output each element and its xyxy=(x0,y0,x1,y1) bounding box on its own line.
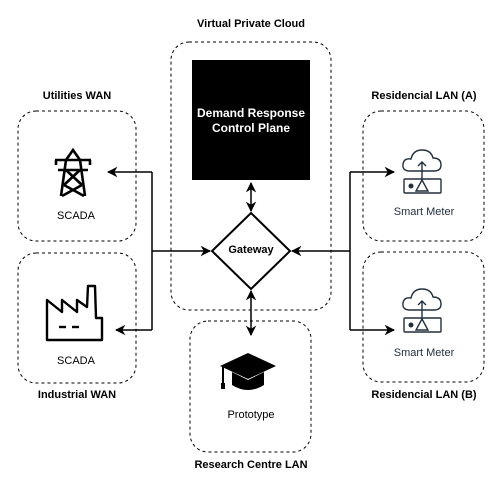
gateway-label: Gateway xyxy=(228,244,274,256)
factory-icon xyxy=(45,284,104,342)
graduation-cap-icon xyxy=(220,353,276,390)
transmission-tower-icon xyxy=(54,147,92,198)
smart-meter-b-label: Smart Meter xyxy=(393,347,455,359)
industrial-scada-label: SCADA xyxy=(57,355,95,367)
industrial-wan-cluster xyxy=(17,252,137,384)
residential-a-title: Residencial LAN (A) xyxy=(371,90,477,102)
utilities-wan-title: Utilities WAN xyxy=(42,90,112,102)
research-title: Research Centre LAN xyxy=(194,459,308,471)
utilities-scada-label: SCADA xyxy=(57,210,95,222)
prototype-label: Prototype xyxy=(227,409,275,421)
residential-a-cluster xyxy=(362,110,485,242)
vpc-title: Virtual Private Cloud xyxy=(197,18,305,30)
residential-b-cluster xyxy=(362,251,485,383)
utilities-wan-cluster xyxy=(17,110,137,242)
industrial-wan-title: Industrial WAN xyxy=(37,389,117,401)
residential-b-title: Residencial LAN (B) xyxy=(371,389,477,401)
control-plane-node[interactable]: Demand Response Control Plane xyxy=(192,60,310,180)
gateway-diamond[interactable] xyxy=(210,211,292,291)
control-plane-label-line2: Control Plane xyxy=(211,121,290,135)
cloud-meter-icon-b xyxy=(402,288,442,333)
smart-meter-a-label: Smart Meter xyxy=(393,206,455,218)
cloud-meter-icon-a xyxy=(402,149,442,194)
control-plane-label-line1: Demand Response xyxy=(196,106,306,120)
